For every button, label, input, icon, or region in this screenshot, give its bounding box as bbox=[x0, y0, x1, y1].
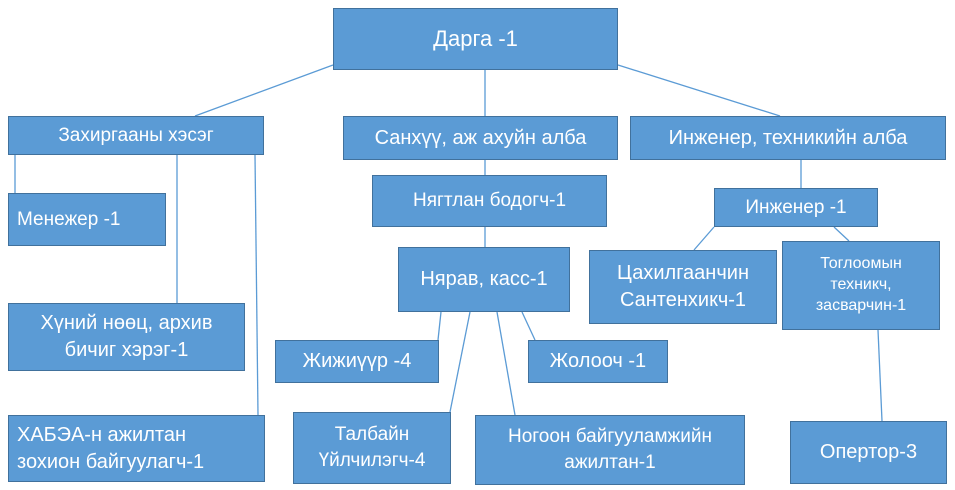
node-landscaper: Ногоон байгууламжийн ажилтан-1 bbox=[475, 415, 745, 485]
node-driver: Жолооч -1 bbox=[528, 340, 668, 383]
connector-engineer-toytech bbox=[833, 226, 850, 242]
node-finance: Санхүү, аж ахуйн алба bbox=[343, 116, 618, 160]
node-hr-archive: Хүний нөөц, архив бичиг хэрэг-1 bbox=[8, 303, 245, 371]
connector-toytech-operator bbox=[877, 329, 883, 422]
node-engineering: Инженер, техникийн алба bbox=[630, 116, 946, 160]
node-janitor: Жижиүүр -4 bbox=[275, 340, 439, 383]
node-toy-technician: Тоглоомын техникч, засварчин-1 bbox=[782, 241, 940, 330]
connector-admin-safety bbox=[254, 154, 259, 416]
node-cashier: Нярав, касс-1 bbox=[398, 247, 570, 312]
node-groundskeeper: Талбайн Үйлчилэгч-4 bbox=[293, 412, 451, 484]
connector-root-engineering bbox=[617, 64, 781, 117]
node-safety-officer: ХАБЭА-н ажилтан зохион байгуулагч-1 bbox=[8, 415, 265, 482]
connector-cashier-janitor bbox=[437, 311, 442, 341]
connector-cashier-landscaper bbox=[496, 311, 516, 416]
connector-engineer-electrician bbox=[693, 226, 715, 251]
node-administration: Захиргааны хэсэг bbox=[8, 116, 264, 155]
node-director: Дарга -1 bbox=[333, 8, 618, 70]
connector-cashier-groundskeeper bbox=[449, 311, 471, 413]
node-accountant: Нягтлан бодогч-1 bbox=[372, 175, 607, 227]
node-engineer: Инженер -1 bbox=[714, 188, 878, 227]
node-operator: Опертор-3 bbox=[790, 421, 947, 484]
connector-cashier-driver bbox=[521, 311, 536, 341]
node-manager: Менежер -1 bbox=[8, 193, 166, 246]
connector-root-admin bbox=[194, 64, 334, 117]
node-electrician: Цахилгаанчин Сантенхикч-1 bbox=[589, 250, 777, 324]
